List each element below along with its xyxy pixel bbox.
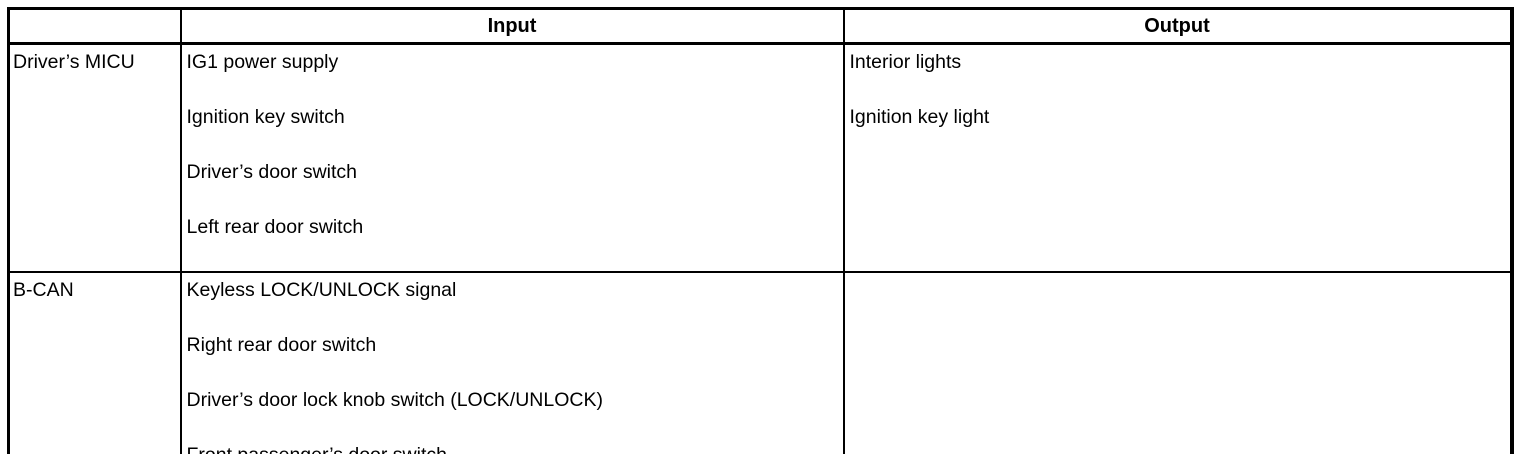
input-item: Keyless LOCK/UNLOCK signal <box>186 279 457 301</box>
input-output-table: Input Output Driver’s MICU IG1 power sup… <box>7 7 1514 454</box>
output-item: Ignition key light <box>849 106 990 128</box>
input-item: Ignition key switch <box>186 106 345 128</box>
input-item: Driver’s door switch <box>186 161 358 183</box>
table-row-drivers-micu: Driver’s MICU IG1 power supply Ignition … <box>7 42 1513 273</box>
output-column-header: Output <box>842 7 1513 45</box>
input-item: IG1 power supply <box>186 51 339 73</box>
table-row-b-can: B-CAN Keyless LOCK/UNLOCK signal Right r… <box>7 271 1513 454</box>
output-cell: Interior lights Ignition key light <box>842 42 1513 273</box>
input-item: Front passenger’s door switch <box>187 444 839 454</box>
header-row: Input Output <box>7 7 1513 45</box>
output-cell <box>842 271 1513 454</box>
output-item: Interior lights <box>849 51 962 73</box>
input-cell: Keyless LOCK/UNLOCK signal Right rear do… <box>179 271 845 454</box>
input-item: Right rear door switch <box>186 334 377 356</box>
corner-header-cell <box>7 7 182 45</box>
source-cell: Driver’s MICU <box>7 42 182 273</box>
input-item: Driver’s door lock knob switch (LOCK/UNL… <box>186 389 603 411</box>
input-cell: IG1 power supply Ignition key switch Dri… <box>179 42 845 273</box>
source-cell: B-CAN <box>7 271 182 454</box>
input-column-header: Input <box>179 7 845 45</box>
input-item: Left rear door switch <box>186 216 364 238</box>
